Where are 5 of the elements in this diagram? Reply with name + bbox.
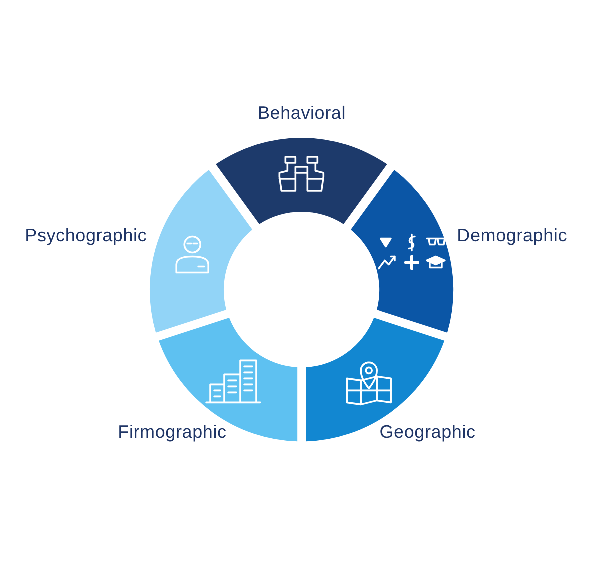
- segment-label: Firmographic: [118, 422, 227, 444]
- segment-label: Psychographic: [25, 224, 148, 246]
- segment-label: Geographic: [380, 422, 476, 444]
- segment-label: Demographic: [457, 224, 568, 246]
- segment-label: Behavioral: [258, 103, 346, 124]
